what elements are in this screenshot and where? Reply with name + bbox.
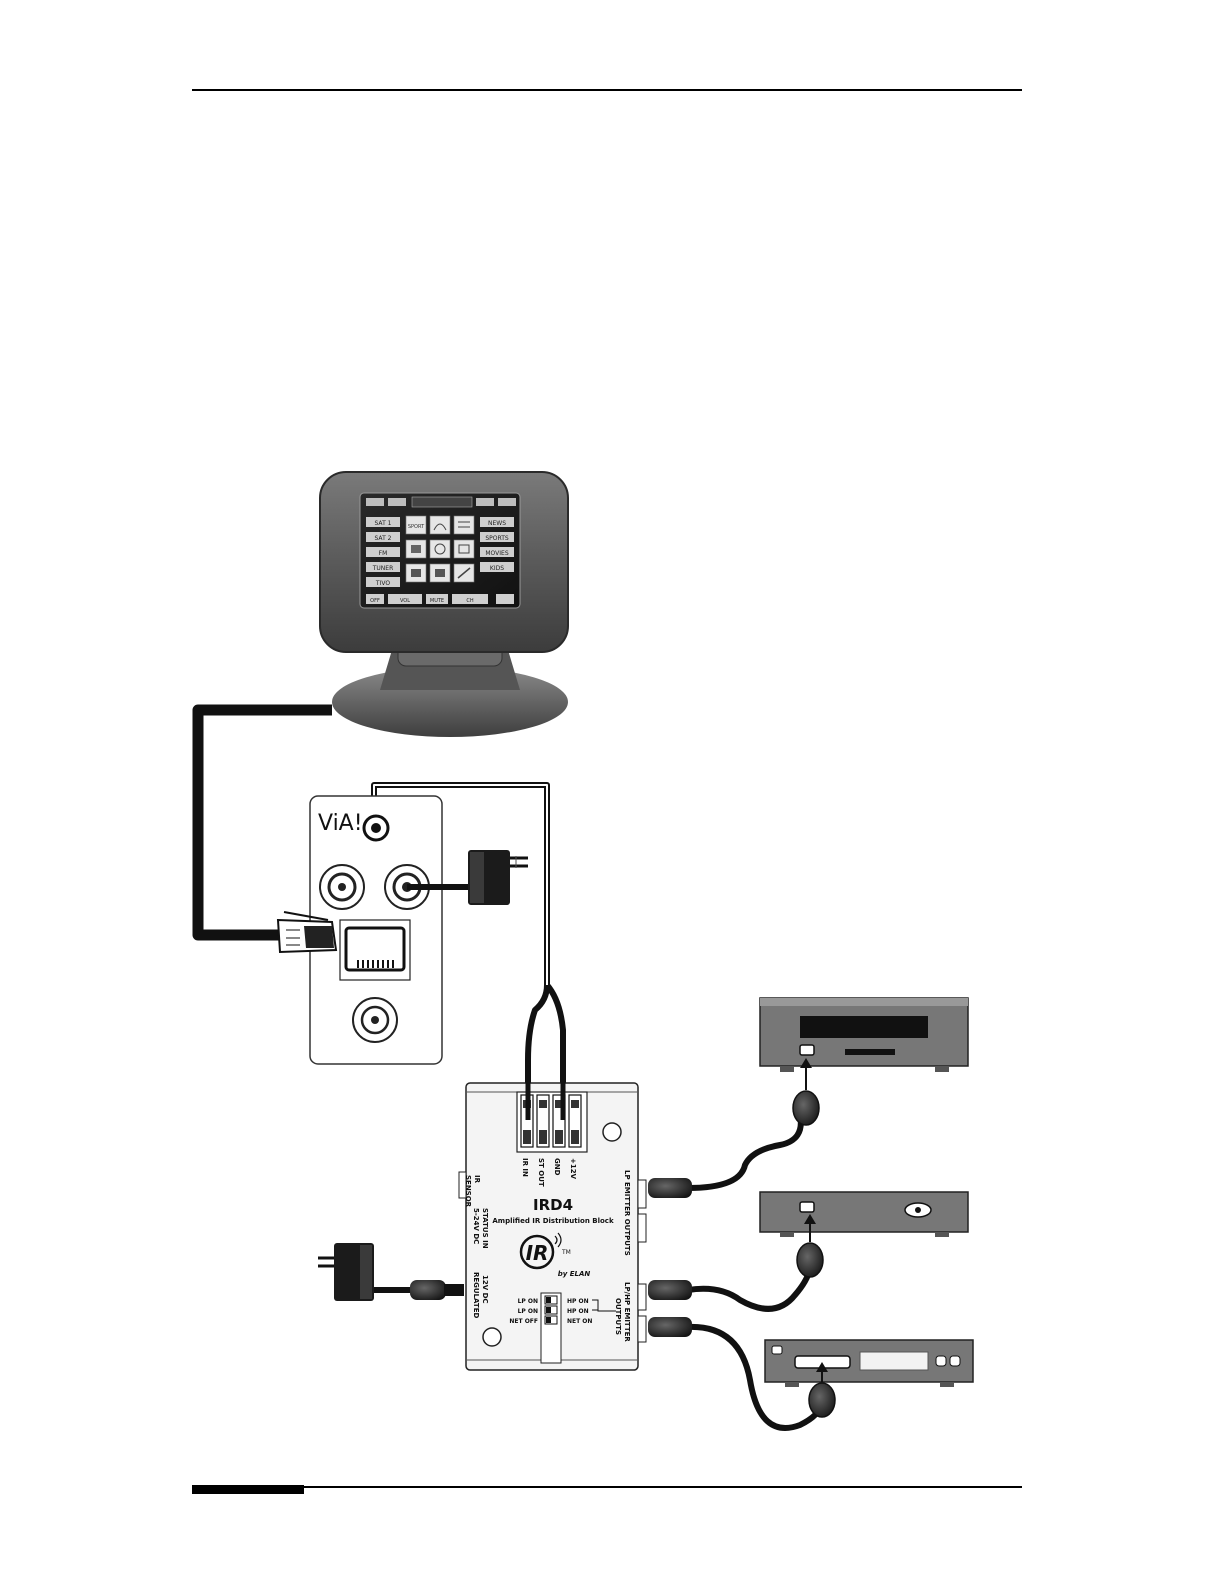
device-1-slot [845,1049,895,1055]
screen-icon-tile[interactable] [454,516,474,534]
screen-button-label: MOVIES [485,550,508,557]
screen-icon-glyph [411,545,421,553]
switch-label-hp-on-2: HP ON [567,1308,589,1315]
power-adapter-top [468,850,528,905]
lphp-output-port-2[interactable] [638,1316,646,1342]
label-st-out: ST OUT [537,1158,545,1187]
coax-jack-bottom-pin [371,1016,379,1024]
label-lphp-emitter: LP/HP EMITTER [623,1282,631,1342]
label-status-voltage: 5-24V DC [472,1208,480,1244]
dip-switch-knob [546,1317,551,1323]
screen-button-home[interactable] [496,594,514,604]
av-device-1 [760,998,968,1072]
screen-icon-grid: SPORT [406,516,474,582]
screen-button-label: CH [466,598,473,604]
switch-label-lp-on-1: LP ON [518,1298,538,1305]
ir-logo-tm: TM [561,1249,571,1256]
label-12v-dc: 12V DC [481,1275,489,1304]
emitter-1 [793,1058,819,1125]
screen-icon-glyph [435,569,445,577]
screen-button-label: MUTE [430,598,444,604]
ir-logo-text: IR [526,1241,549,1265]
av-device-2 [760,1192,968,1237]
screen-button-label: FM [379,550,388,557]
device-3-button [950,1356,960,1366]
screen-button-label: TUNER [372,565,394,572]
screen-button-label: OFF [370,598,380,604]
screen-icon-glyph [411,569,421,577]
switch-label-lp-on-2: LP ON [518,1308,538,1315]
touchscreen-device: SAT 1 SAT 2 FM TUNER TIVO [320,472,568,737]
lp-output-port-1[interactable] [638,1180,646,1208]
ird4-subtitle: Amplified IR Distribution Block [492,1217,614,1225]
ir-logo-byline: by ELAN [558,1270,591,1278]
lp-output-port-2[interactable] [638,1214,646,1242]
coax-jack-left-pin [338,883,346,891]
screen-icon-tile[interactable] [430,516,450,534]
screen-icon-tile[interactable] [430,540,450,558]
label-lp-emitter-outputs: LP EMITTER OUTPUTS [623,1170,631,1256]
label-ir-sensor-1: IR [473,1175,481,1184]
device-3-button [936,1356,946,1366]
screen-button-label: TIVO [375,580,390,587]
screen-button-label: SAT 2 [375,535,392,542]
label-regulated: REGULATED [472,1272,480,1318]
lphp-output-port-1[interactable] [638,1284,646,1310]
label-12v: +12V [569,1158,577,1180]
emitter-plug-2 [648,1280,692,1300]
emitter-plug-1 [648,1178,692,1198]
rj45-jack[interactable] [346,928,404,970]
device-3-button [772,1346,782,1354]
switch-label-net-on: NET ON [567,1318,592,1325]
screen-top-button[interactable] [476,498,494,506]
screen-button-label: NEWS [488,520,506,527]
screen-top-button[interactable] [366,498,384,506]
device-1-display [800,1016,928,1038]
emitter-cable-1 [688,1115,801,1188]
screen-button-label: SAT 1 [375,520,392,527]
device-2-ir-window [800,1202,814,1212]
dip-switch-knob [546,1307,551,1313]
switch-label-hp-on-1: HP ON [567,1298,589,1305]
screen-top-button[interactable] [498,498,516,506]
emitter-plug-3 [648,1317,692,1337]
label-gnd: GND [553,1158,561,1176]
label-lphp-outputs: OUTPUTS [614,1298,622,1335]
switch-label-net-off: NET OFF [509,1318,538,1325]
power-adapter-bottom [318,1243,464,1301]
mounting-hole-bottom [483,1328,501,1346]
device-3-display [860,1352,928,1370]
screen-icon-tile[interactable] [454,540,474,558]
emitter-cable-2 [688,1268,810,1309]
screen-top-button[interactable] [388,498,406,506]
label-ir-sensor-2: SENSOR [464,1175,472,1208]
dip-switch-knob [546,1297,551,1303]
screen-button-label: SPORTS [485,535,509,542]
via-logo: ViA! [318,811,363,836]
device-1-ir-window [800,1045,814,1055]
screen-button-label: VOL [400,598,410,604]
mounting-hole-top [603,1123,621,1141]
label-status-in: STATUS IN [481,1208,489,1249]
screen-title-bar [412,497,472,507]
ird4-block: IR IN ST OUT GND +12V IR SENSOR STATUS I… [459,1083,646,1370]
label-ir-in: IR IN [521,1158,529,1177]
ird4-title: IRD4 [533,1196,573,1214]
ir-jack-center [371,823,381,833]
screen-icon-label: SPORT [408,524,425,530]
screen-button-label: KIDS [490,565,504,572]
av-device-3 [765,1340,973,1387]
